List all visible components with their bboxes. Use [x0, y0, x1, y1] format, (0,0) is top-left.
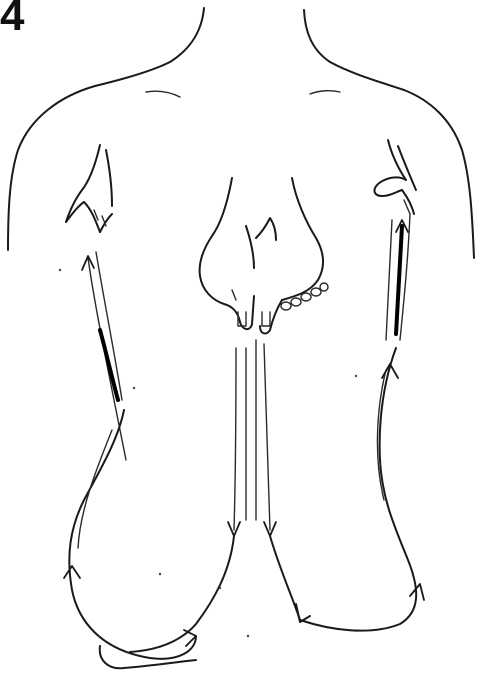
right-hand: [375, 140, 416, 214]
lower-left-loop: [64, 410, 234, 668]
shoulders: [8, 86, 474, 258]
arrow-up-left: [82, 256, 94, 270]
spine-strokes: [228, 340, 276, 536]
right-side-stroke: [386, 214, 410, 340]
neck: [95, 8, 404, 90]
arrow-up-lower-left: [64, 566, 80, 578]
center-hands: [200, 178, 328, 333]
left-hand: [66, 145, 112, 232]
lower-right-loop: [270, 348, 424, 631]
